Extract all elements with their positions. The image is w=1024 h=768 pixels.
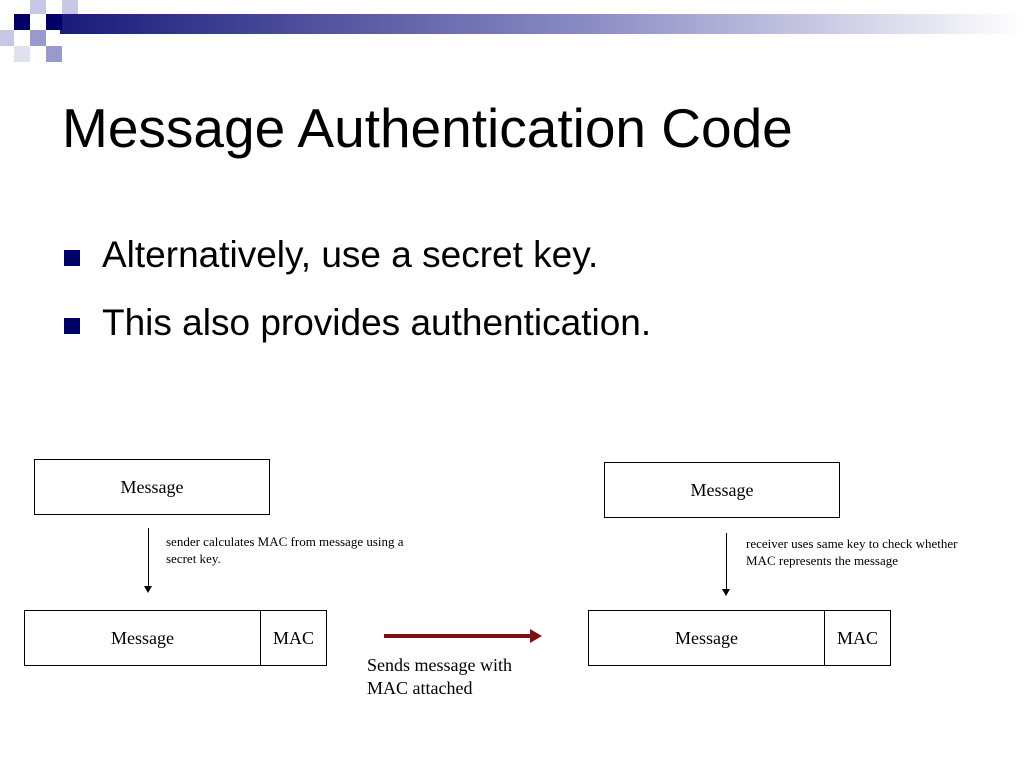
header-decoration xyxy=(0,0,1024,62)
receiver-mac-box: MAC xyxy=(824,610,891,666)
receiver-mac-label: MAC xyxy=(836,627,878,648)
send-label-line: MAC attached xyxy=(367,678,473,698)
sender-note-line: secret key. xyxy=(166,551,221,566)
send-label-line: Sends message with xyxy=(367,655,512,675)
sender-mac-label: MAC xyxy=(272,627,314,648)
bullet-text: Alternatively, use a secret key. xyxy=(102,234,599,275)
sender-mac-box: MAC xyxy=(260,610,327,666)
sender-message-box: Message xyxy=(34,459,270,515)
receiver-note: receiver uses same key to check whether … xyxy=(746,535,958,569)
receiver-message-box: Message xyxy=(604,462,840,518)
bullet-square-icon xyxy=(64,250,80,266)
bullet-item: This also provides authentication. xyxy=(64,300,651,346)
sender-down-arrowhead-icon xyxy=(144,586,152,593)
slide-title: Message Authentication Code xyxy=(62,97,793,159)
bullet-square-icon xyxy=(64,318,80,334)
send-label: Sends message with MAC attached xyxy=(367,654,512,700)
receiver-combined-message-label: Message xyxy=(675,627,738,648)
send-arrow-head xyxy=(530,629,542,643)
sender-combined-message-label: Message xyxy=(111,627,174,648)
sender-note: sender calculates MAC from message using… xyxy=(166,533,404,567)
receiver-message-label: Message xyxy=(690,479,754,500)
sender-message-label: Message xyxy=(120,476,184,497)
bullet-list: Alternatively, use a secret key. This al… xyxy=(64,232,651,368)
sender-combined-message-box: Message xyxy=(24,610,261,666)
receiver-note-line: receiver uses same key to check whether xyxy=(746,536,958,551)
send-arrow-icon xyxy=(384,629,542,643)
receiver-combined-message-box: Message xyxy=(588,610,825,666)
receiver-note-line: MAC represents the message xyxy=(746,553,898,568)
receiver-down-arrowhead-icon xyxy=(722,589,730,596)
bullet-text: This also provides authentication. xyxy=(102,302,652,343)
sender-note-line: sender calculates MAC from message using… xyxy=(166,534,404,549)
sender-down-arrow-line xyxy=(148,528,149,586)
receiver-down-arrow-line xyxy=(726,533,727,589)
bullet-item: Alternatively, use a secret key. xyxy=(64,232,651,278)
send-arrow-shaft xyxy=(384,634,532,638)
